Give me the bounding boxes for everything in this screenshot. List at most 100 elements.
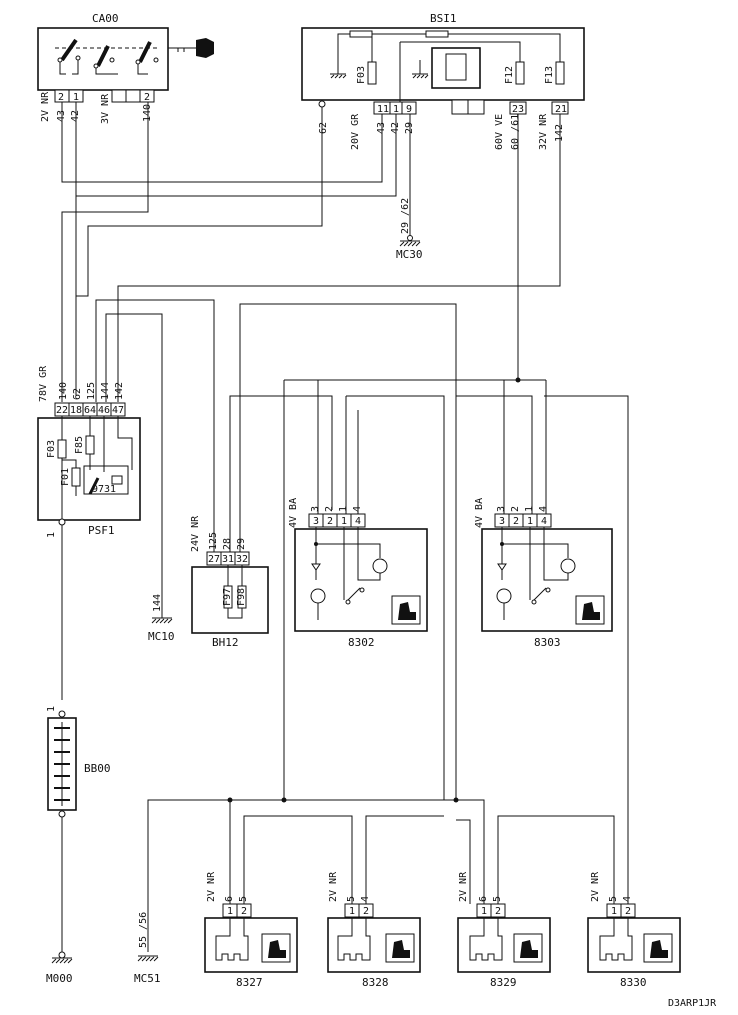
bh12-pin-32: 32 xyxy=(236,554,248,565)
8327-pin-1: 1 xyxy=(227,906,233,917)
bsi1-conn-label-2: 60V VE xyxy=(494,114,505,150)
bsi1-unit: BSI1 F03 F12 F13 11 1 9 xyxy=(301,12,585,150)
8303-box xyxy=(481,528,613,632)
seat-heater-icon xyxy=(643,933,673,963)
bh12-fuse-f98: F98 xyxy=(236,588,247,606)
psf1-unit: 78V GR 140 62 125 144 142 22 18 64 46 47… xyxy=(37,365,141,700)
bsi1-pin-21: 21 xyxy=(555,104,567,115)
bsi1-fuse-f12: F12 xyxy=(504,66,515,84)
8303-wire-2: 2 xyxy=(510,506,521,512)
bsi1-wire-62: 62 xyxy=(318,122,329,134)
switch-8302: 4V BA 3 2 1 4 3 2 1 4 8302 xyxy=(288,498,428,649)
psf1-relay-label: 9731 xyxy=(92,484,116,495)
psf1-fuse-f85: F85 xyxy=(74,436,85,454)
psf1-conn-label: 78V GR xyxy=(38,365,49,402)
bh12-wire-29: 29 xyxy=(236,538,247,550)
heater-8327: 2V NR 6 5 1 2 8327 xyxy=(204,871,298,989)
8303-pin-3: 3 xyxy=(499,516,505,527)
psf1-wire-144: 144 xyxy=(100,382,111,400)
8330-pin-2: 2 xyxy=(625,906,631,917)
8328-conn-label: 2V NR xyxy=(328,871,339,902)
psf1-fuse-f03: F03 xyxy=(46,440,57,458)
bh12-box xyxy=(191,566,269,634)
8303-label: 8303 xyxy=(534,636,561,649)
8330-wire-4: 4 xyxy=(622,896,633,902)
8303-conn-label: 4V BA xyxy=(474,498,485,528)
psf1-pin-22: 22 xyxy=(56,405,68,416)
psf1-wire-62: 62 xyxy=(72,388,83,400)
8330-label: 8330 xyxy=(620,976,647,989)
8327-conn-label: 2V NR xyxy=(206,871,217,902)
bsi1-pin-23: 23 xyxy=(512,104,524,115)
top-wiring xyxy=(61,102,561,600)
8303-wire-3: 3 xyxy=(496,506,507,512)
psf1-pin-46: 46 xyxy=(98,405,110,416)
bh12-fuse-f97: F97 xyxy=(222,588,233,606)
ca00-pin-2: 1 xyxy=(73,92,79,103)
ca00-label: CA00 xyxy=(92,12,119,25)
8302-conn-label: 4V BA xyxy=(288,498,299,528)
ca00-pin-1: 2 xyxy=(58,92,64,103)
8327-wire-5: 5 xyxy=(238,896,249,902)
psf1-label: PSF1 xyxy=(88,524,115,537)
8329-pin-1: 1 xyxy=(481,906,487,917)
mc30-wire: 29 /62 xyxy=(400,198,411,234)
8302-pin-4: 4 xyxy=(355,516,361,527)
8329-conn-label: 2V NR xyxy=(458,871,469,902)
psf1-pin-64: 64 xyxy=(84,405,96,416)
m000-label: M000 xyxy=(46,972,73,985)
seat-heater-icon xyxy=(513,933,543,963)
psf1-pin-18: 18 xyxy=(70,405,82,416)
8328-pin-2: 2 xyxy=(363,906,369,917)
psf1-wire-142: 142 xyxy=(114,382,125,400)
bb00-pin: 1 xyxy=(46,706,57,712)
ca00-switch: CA00 2 1 2 2V NR 43 42 3V NR 140 xyxy=(37,12,214,124)
ca00-conn-label-1: 2V NR xyxy=(40,91,51,122)
bh12-pin-27: 27 xyxy=(208,554,220,565)
8328-wire-4: 4 xyxy=(360,896,371,902)
seat-heater-icon xyxy=(575,595,605,625)
mc10-wire: 144 xyxy=(152,594,163,612)
8327-wire-6: 6 xyxy=(224,896,235,902)
bb00-battery: 1 BB00 xyxy=(46,706,111,952)
bsi1-pin-9: 9 xyxy=(406,104,412,115)
8327-pin-2: 2 xyxy=(241,906,247,917)
8303-pin-2: 2 xyxy=(513,516,519,527)
bottom-wiring xyxy=(147,797,615,952)
bb00-box xyxy=(47,717,77,811)
seat-heater-icon xyxy=(391,595,421,625)
mc10-label: MC10 xyxy=(148,630,175,643)
psf1-wire-140: 140 xyxy=(58,382,69,400)
ca00-box xyxy=(37,27,169,91)
psf1-box xyxy=(37,417,141,521)
bh12-wire-28: 28 xyxy=(222,538,233,550)
m000-ground: M000 xyxy=(46,951,73,985)
8329-wire-5: 5 xyxy=(492,896,503,902)
bsi1-pin-1: 1 xyxy=(393,104,399,115)
ca00-pin-3: 2 xyxy=(144,92,150,103)
8329-pin-2: 2 xyxy=(495,906,501,917)
8303-pin-4: 4 xyxy=(541,516,547,527)
bh12-label: BH12 xyxy=(212,636,239,649)
mc30-ground: 29 /62 MC30 xyxy=(396,198,423,261)
bsi1-conn-label-1: 20V GR xyxy=(350,113,361,150)
mc51-ground: 55 /56 MC51 xyxy=(134,912,161,985)
heater-8329: 2V NR 6 5 1 2 8329 xyxy=(457,871,551,989)
bsi1-fuse-f13: F13 xyxy=(544,66,555,84)
mc51-wire: 55 /56 xyxy=(138,912,149,948)
diagram-code: D3ARP1JR xyxy=(668,998,717,1009)
bh12-pin-31: 31 xyxy=(222,554,234,565)
seat-heater-icon xyxy=(385,933,415,963)
8330-pin-1: 1 xyxy=(611,906,617,917)
mc10-ground: 144 MC10 xyxy=(148,594,175,643)
heater-8328: 2V NR 5 4 1 2 8328 xyxy=(327,871,421,989)
seat-heater-icon xyxy=(261,933,291,963)
bsi1-wire-60-61: 60 /61 xyxy=(510,114,521,150)
bh12-unit: 24V NR 125 28 29 27 31 32 F97 F98 BH12 xyxy=(190,395,333,649)
8302-label: 8302 xyxy=(348,636,375,649)
bsi1-fuse-f03: F03 xyxy=(356,66,367,84)
8329-label: 8329 xyxy=(490,976,517,989)
8303-wire-1: 1 xyxy=(524,506,535,512)
